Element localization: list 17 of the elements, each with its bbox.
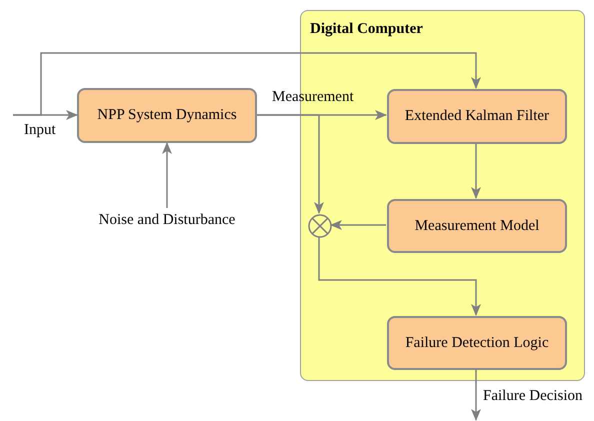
arrow bbox=[471, 143, 481, 199]
process-box: Measurement Model bbox=[387, 199, 567, 253]
arrow bbox=[318, 237, 481, 316]
arrow bbox=[13, 52, 481, 116]
summing-junction bbox=[308, 214, 332, 238]
input-text: Noise and Disturbance bbox=[82, 208, 252, 232]
arrow bbox=[162, 142, 172, 208]
process-box: NPP System Dynamics bbox=[77, 88, 257, 143]
edge-label: Failure Decision bbox=[483, 387, 583, 406]
process-box: Failure Detection Logic bbox=[387, 316, 567, 370]
arrow bbox=[330, 220, 386, 230]
edge-label: Input bbox=[24, 121, 56, 140]
arrow bbox=[471, 369, 481, 421]
panel-title: Digital Computer bbox=[310, 20, 423, 39]
arrow bbox=[257, 114, 324, 214]
process-box: Extended Kalman Filter bbox=[387, 89, 567, 144]
edge-label: Measurement bbox=[272, 88, 354, 107]
